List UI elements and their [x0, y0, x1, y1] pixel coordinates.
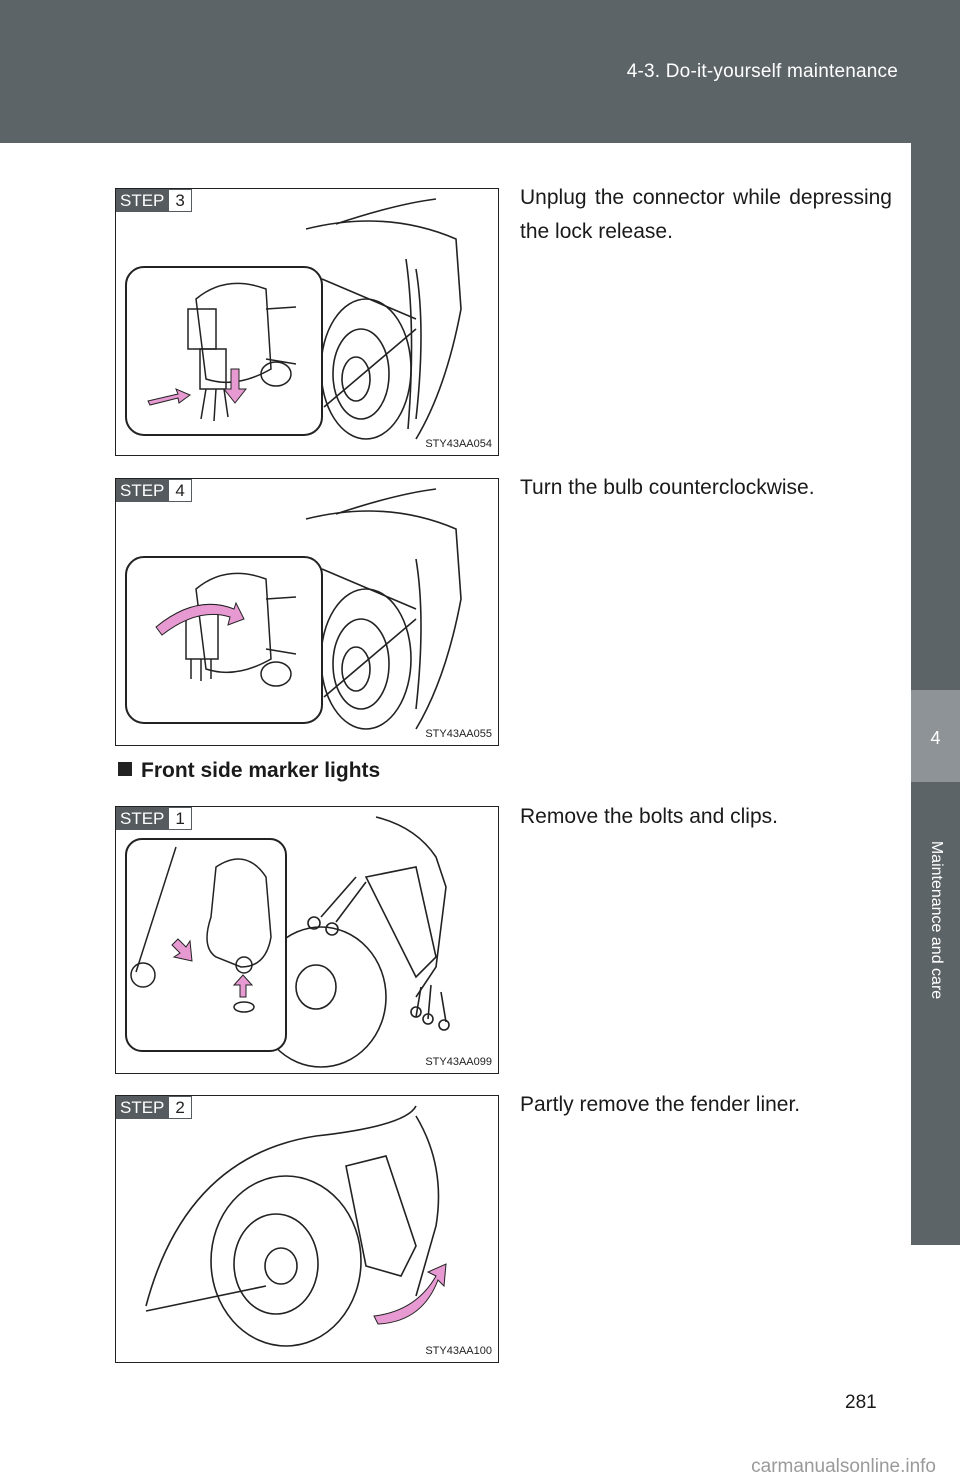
chapter-title: Maintenance and care	[928, 840, 946, 1000]
step-4-instruction: Turn the bulb counterclockwise.	[520, 476, 815, 499]
watermark: carmanualsonline.info	[751, 1456, 936, 1477]
step-number: 4	[169, 479, 192, 502]
step-label: STEP	[116, 1096, 170, 1119]
fender-liner-drawing	[145, 1105, 447, 1347]
step-badge: STEP 4	[116, 479, 192, 502]
chapter-title-container: Maintenance and care	[921, 800, 951, 1040]
bulb-turn-drawing	[125, 488, 462, 730]
bolts-clips-drawing	[125, 816, 450, 1068]
chapter-number: 4	[930, 728, 941, 748]
square-bullet-icon	[118, 762, 132, 776]
page-number: 281	[845, 1392, 877, 1413]
step-badge: STEP 2	[116, 1096, 192, 1119]
step-4-illustration: STEP 4 STY43AA055	[115, 478, 499, 746]
step-3-illustration: STEP 3 STY43AA054	[115, 188, 499, 456]
step-3-instruction: Unplug the connector while depressing th…	[520, 186, 892, 243]
section-heading: Front side marker lights	[118, 759, 380, 783]
step-badge: STEP 3	[116, 189, 192, 212]
step-2-instruction: Partly remove the fender liner.	[520, 1093, 801, 1116]
figure-code: STY43AA054	[425, 438, 492, 450]
section-title: 4-3. Do-it-yourself maintenance	[626, 61, 898, 82]
connector-unplug-drawing	[125, 198, 462, 440]
step-badge: STEP 1	[116, 807, 192, 830]
step-label: STEP	[116, 189, 170, 212]
step-1-illustration: STEP 1 STY43AA099	[115, 806, 499, 1074]
step-1-instruction: Remove the bolts and clips.	[520, 805, 778, 828]
step-label: STEP	[116, 807, 170, 830]
figure-code: STY43AA055	[425, 728, 492, 740]
step-2-illustration: STEP 2 STY43AA100	[115, 1095, 499, 1363]
section-heading-text: Front side marker lights	[141, 759, 381, 782]
figure-code: STY43AA100	[425, 1345, 492, 1357]
chapter-number-box: 4	[911, 690, 960, 782]
figure-code: STY43AA099	[425, 1056, 492, 1068]
step-number: 3	[169, 189, 192, 212]
step-number: 1	[169, 807, 192, 830]
step-label: STEP	[116, 479, 170, 502]
page-header: 4-3. Do-it-yourself maintenance	[0, 0, 960, 143]
step-number: 2	[169, 1096, 192, 1119]
